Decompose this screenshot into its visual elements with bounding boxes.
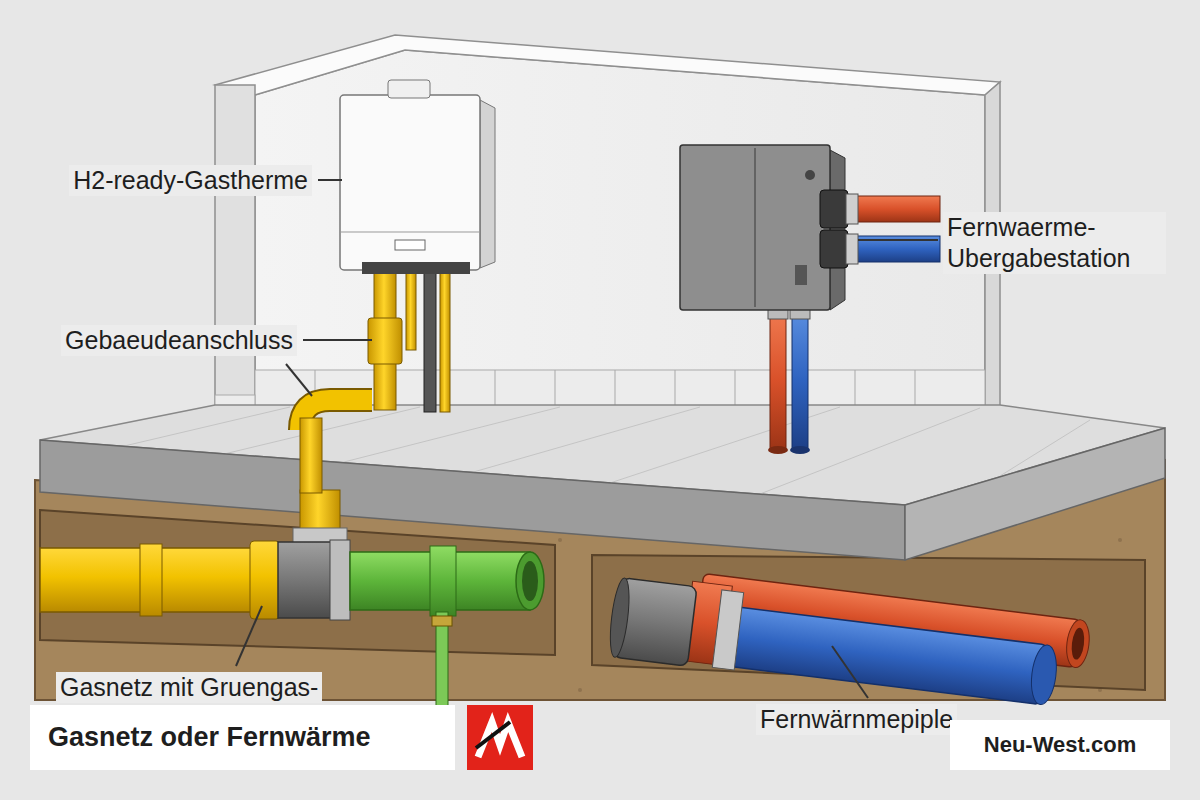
title-banner: Gasnetz oder Fernwärme xyxy=(30,705,455,770)
part-label: H2-ready-Gastherme xyxy=(69,165,312,196)
site-name: Neu-West.com xyxy=(950,720,1170,770)
part-label: Gasnetz mit Gruengas- xyxy=(56,672,322,703)
part-label: Fernwärnmepiple xyxy=(756,704,957,735)
part-label: Gebaeudeanschluss xyxy=(61,325,297,356)
part-label: Fernwaerme- Ubergabestation xyxy=(943,212,1166,274)
logo xyxy=(467,705,533,770)
